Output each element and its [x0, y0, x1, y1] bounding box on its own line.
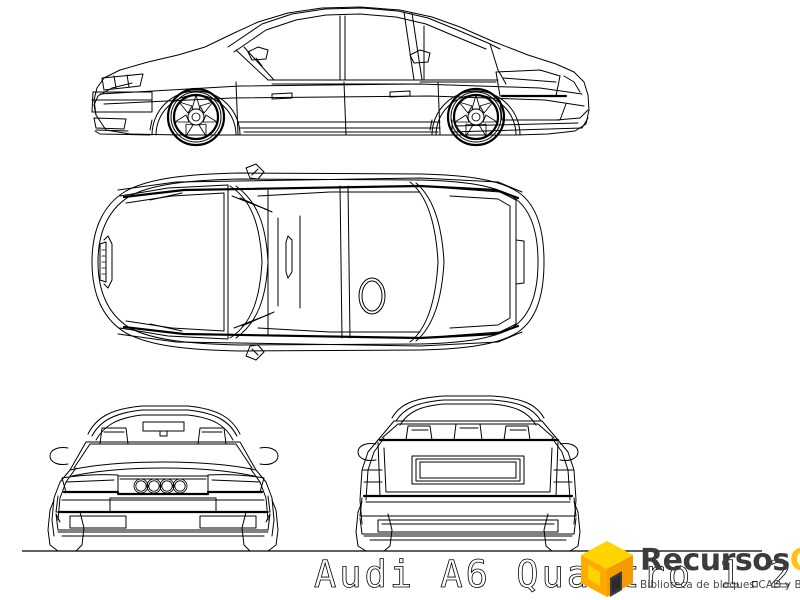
watermark-brand: RecursosCAD: [640, 546, 800, 576]
front-wheel: [152, 87, 240, 147]
recursoscad-watermark[interactable]: RecursosCAD Biblioteca de bloques CAD y …: [576, 536, 800, 600]
watermark-brand-cad: CAD: [790, 543, 800, 578]
isometric-cube-icon: [581, 541, 633, 597]
watermark-brand-recursos: Recursos: [640, 543, 790, 578]
audi-rings-logo: [133, 478, 188, 494]
view-side-elevation: [92, 7, 589, 147]
view-rear-elevation: [356, 396, 580, 551]
view-front-elevation: [48, 406, 278, 551]
view-top-plan: [92, 164, 544, 360]
rear-wheel: [432, 87, 520, 147]
watermark-tagline: Biblioteca de bloques CAD y BIM gratuita: [640, 579, 800, 591]
